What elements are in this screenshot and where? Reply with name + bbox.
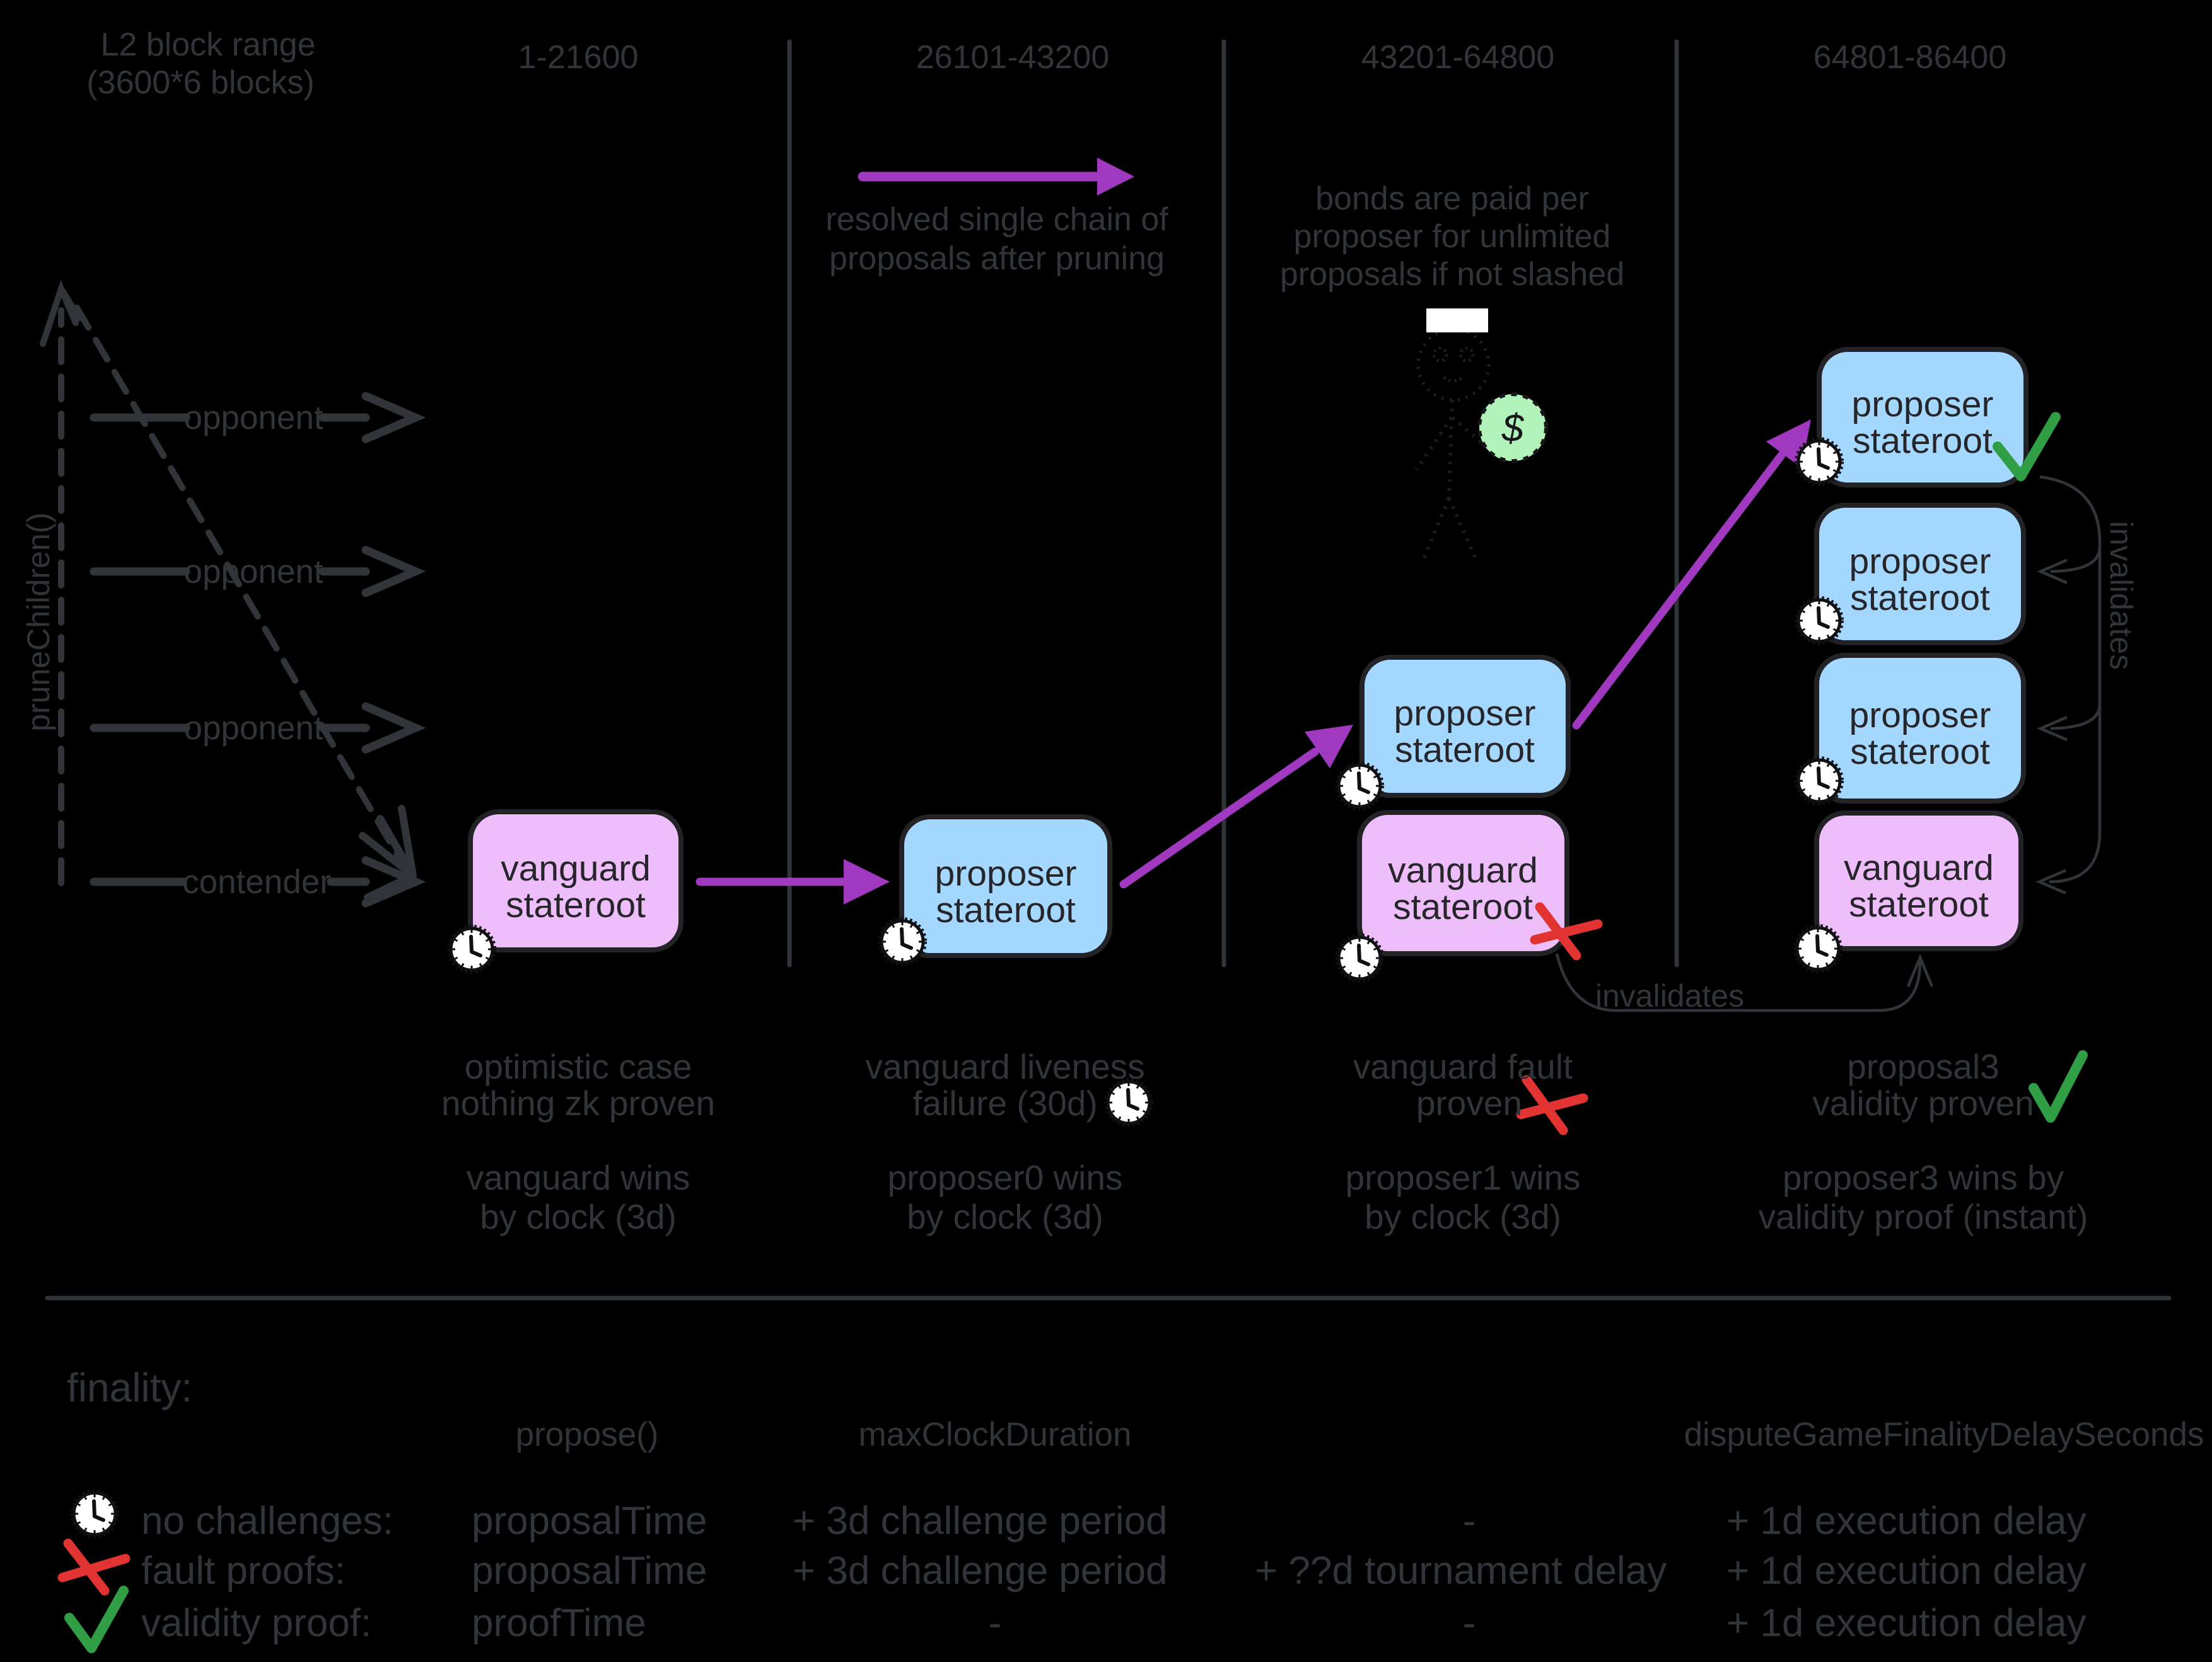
svg-text:invalidates: invalidates xyxy=(1595,978,1744,1014)
svg-text:opponent: opponent xyxy=(183,553,323,590)
svg-text:vanguard: vanguard xyxy=(1388,850,1538,891)
svg-text:26101-43200: 26101-43200 xyxy=(916,39,1110,76)
svg-text:+ 1d execution delay: + 1d execution delay xyxy=(1726,1549,2086,1593)
svg-text:resolved single chain of: resolved single chain of xyxy=(825,201,1168,238)
svg-text:proposal3: proposal3 xyxy=(1847,1047,2000,1086)
svg-text:proposals if not slashed: proposals if not slashed xyxy=(1280,256,1624,293)
svg-text:$: $ xyxy=(1501,407,1525,450)
svg-text:validity proven: validity proven xyxy=(1812,1084,2034,1123)
svg-text:validity proof (instant): validity proof (instant) xyxy=(1759,1197,2088,1236)
svg-text:fault proofs:: fault proofs: xyxy=(141,1549,346,1593)
svg-text:proposalTime: proposalTime xyxy=(472,1499,707,1543)
svg-text:opponent: opponent xyxy=(183,710,323,747)
svg-text:+ 3d challenge period: + 3d challenge period xyxy=(793,1499,1168,1543)
svg-text:64801-86400: 64801-86400 xyxy=(1813,39,2007,76)
svg-text:failure (30d): failure (30d) xyxy=(912,1084,1097,1123)
svg-text:proofTime: proofTime xyxy=(472,1601,646,1645)
svg-text:(3600*6 blocks): (3600*6 blocks) xyxy=(86,64,314,101)
svg-text:stateroot: stateroot xyxy=(1393,887,1533,927)
svg-text:proposer: proposer xyxy=(1849,695,1991,735)
svg-text:contender: contender xyxy=(182,863,331,901)
svg-text:L2 block range: L2 block range xyxy=(100,26,315,63)
svg-text:disputeGameFinalityDelaySecond: disputeGameFinalityDelaySeconds xyxy=(1684,1416,2204,1453)
svg-text:by clock (3d): by clock (3d) xyxy=(907,1197,1103,1236)
svg-text:stateroot: stateroot xyxy=(936,890,1076,930)
svg-text:+ 1d execution delay: + 1d execution delay xyxy=(1726,1499,2086,1543)
svg-text:finality:: finality: xyxy=(67,1365,192,1410)
svg-text:optimistic case: optimistic case xyxy=(465,1047,692,1086)
svg-text:invalidates: invalidates xyxy=(2104,521,2139,670)
svg-text:proposer: proposer xyxy=(1852,384,1994,424)
svg-text:proposals after pruning: proposals after pruning xyxy=(829,240,1165,277)
svg-text:by clock (3d): by clock (3d) xyxy=(480,1197,677,1236)
svg-text:stateroot: stateroot xyxy=(1850,578,1990,618)
svg-text:pruneChildren(): pruneChildren() xyxy=(21,512,56,731)
svg-text:propose(): propose() xyxy=(516,1416,659,1453)
svg-text:proposer: proposer xyxy=(1849,541,1991,582)
svg-text:stateroot: stateroot xyxy=(1853,421,1993,461)
svg-text:+ 3d challenge period: + 3d challenge period xyxy=(793,1549,1168,1593)
svg-text:bonds are paid per: bonds are paid per xyxy=(1315,180,1589,217)
svg-text:stateroot: stateroot xyxy=(1395,730,1535,770)
svg-text:proposer1 wins: proposer1 wins xyxy=(1346,1158,1581,1197)
svg-text:vanguard: vanguard xyxy=(501,848,651,889)
svg-text:proven: proven xyxy=(1416,1084,1522,1123)
svg-text:-: - xyxy=(1463,1601,1476,1645)
svg-text:no challenges:: no challenges: xyxy=(141,1499,393,1543)
svg-text:proposalTime: proposalTime xyxy=(472,1549,707,1593)
svg-text:proposer: proposer xyxy=(935,853,1077,894)
svg-text:proposer for unlimited: proposer for unlimited xyxy=(1294,218,1611,255)
svg-text:vanguard: vanguard xyxy=(1844,848,1994,888)
svg-text:stateroot: stateroot xyxy=(1849,884,1989,925)
svg-text:opponent: opponent xyxy=(183,399,323,436)
svg-text:-: - xyxy=(989,1601,1002,1645)
svg-text:proposer3 wins by: proposer3 wins by xyxy=(1783,1158,2064,1197)
svg-text:vanguard liveness: vanguard liveness xyxy=(865,1047,1144,1086)
svg-text:proposer0 wins: proposer0 wins xyxy=(888,1158,1123,1197)
svg-text:by clock (3d): by clock (3d) xyxy=(1365,1197,1561,1236)
svg-text:maxClockDuration: maxClockDuration xyxy=(859,1416,1132,1453)
svg-text:stateroot: stateroot xyxy=(506,885,646,925)
svg-text:proposer: proposer xyxy=(1394,693,1536,734)
svg-text:43201-64800: 43201-64800 xyxy=(1361,39,1555,76)
svg-text:+ ??d tournament delay: + ??d tournament delay xyxy=(1255,1549,1667,1593)
svg-text:validity proof:: validity proof: xyxy=(141,1601,371,1645)
svg-text:+ 1d execution delay: + 1d execution delay xyxy=(1726,1601,2086,1645)
svg-text:vanguard fault: vanguard fault xyxy=(1353,1047,1573,1086)
svg-text:stateroot: stateroot xyxy=(1850,732,1990,772)
svg-text:nothing zk proven: nothing zk proven xyxy=(441,1084,715,1123)
svg-text:-: - xyxy=(1463,1499,1476,1543)
svg-text:1-21600: 1-21600 xyxy=(518,39,639,76)
svg-text:vanguard wins: vanguard wins xyxy=(467,1158,690,1197)
